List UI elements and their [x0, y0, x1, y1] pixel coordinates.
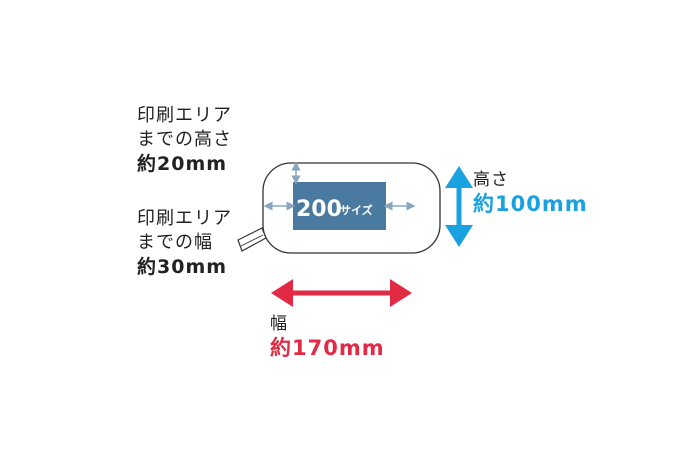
- width-arrow-icon: [271, 279, 412, 307]
- print-area-height-line2: までの高さ: [137, 129, 232, 150]
- width-label: 幅: [270, 314, 288, 334]
- size-badge-number: 200: [296, 197, 342, 222]
- height-dimension-label: 高さ 約100mm: [473, 168, 588, 216]
- print-area-width-line1: 印刷エリア: [137, 208, 232, 229]
- print-area-height-label: 印刷エリア までの高さ 約20mm: [137, 104, 232, 176]
- print-area-width-line2: までの幅: [137, 232, 213, 253]
- height-value: 約100mm: [473, 192, 588, 216]
- width-dimension-label: 幅 約170mm: [270, 312, 385, 360]
- print-area-height-line1: 印刷エリア: [137, 105, 232, 126]
- print-area-height-value: 約20mm: [137, 153, 228, 175]
- size-badge-suffix: サイズ: [340, 203, 373, 217]
- print-area-box: [293, 182, 386, 230]
- height-arrow-icon: [445, 166, 473, 247]
- width-value: 約170mm: [270, 336, 385, 360]
- print-area-width-label: 印刷エリア までの幅 約30mm: [137, 207, 232, 279]
- zipper-pull-icon: [237, 227, 267, 252]
- height-label: 高さ: [473, 170, 509, 190]
- print-area-width-value: 約30mm: [137, 256, 228, 278]
